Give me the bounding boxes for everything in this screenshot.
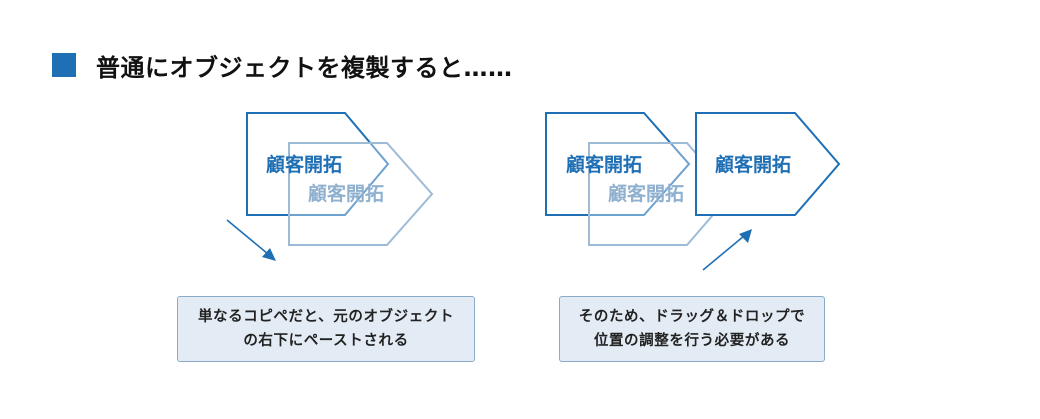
moved-copy-shape-label: 顧客開拓 [715, 153, 791, 176]
ghost-copy-shape-label: 顧客開拓 [608, 182, 684, 205]
explanation-note-left: 単なるコピペだと、元のオブジェクト の右下にペーストされる [177, 296, 475, 362]
original-shape-label: 顧客開拓 [266, 153, 342, 176]
arrow-up-right-icon [702, 229, 752, 271]
note-right-line-2: 位置の調整を行う必要がある [593, 333, 791, 349]
arrow-down-right-icon [226, 219, 276, 261]
moved-copy-pentagon-shape[interactable] [695, 112, 841, 216]
pasted-copy-shape-label: 顧客開拓 [308, 182, 384, 205]
heading-title: 普通にオブジェクトを複製すると…… [96, 53, 513, 82]
heading-square-marker [52, 53, 76, 77]
section-heading: 普通にオブジェクトを複製すると…… [52, 50, 513, 82]
pasted-copy-pentagon-shape[interactable] [288, 142, 434, 246]
explanation-note-right: そのため、ドラッグ＆ドロップで 位置の調整を行う必要がある [559, 296, 825, 362]
note-right-line-1: そのため、ドラッグ＆ドロップで [578, 309, 806, 325]
note-left-line-1: 単なるコピペだと、元のオブジェクト [197, 309, 455, 325]
original-pentagon-shape-right[interactable] [545, 112, 691, 216]
original-pentagon-shape[interactable] [246, 112, 390, 216]
note-left-line-2: の右下にペーストされる [243, 333, 409, 349]
original-shape-label-right: 顧客開拓 [566, 153, 642, 176]
